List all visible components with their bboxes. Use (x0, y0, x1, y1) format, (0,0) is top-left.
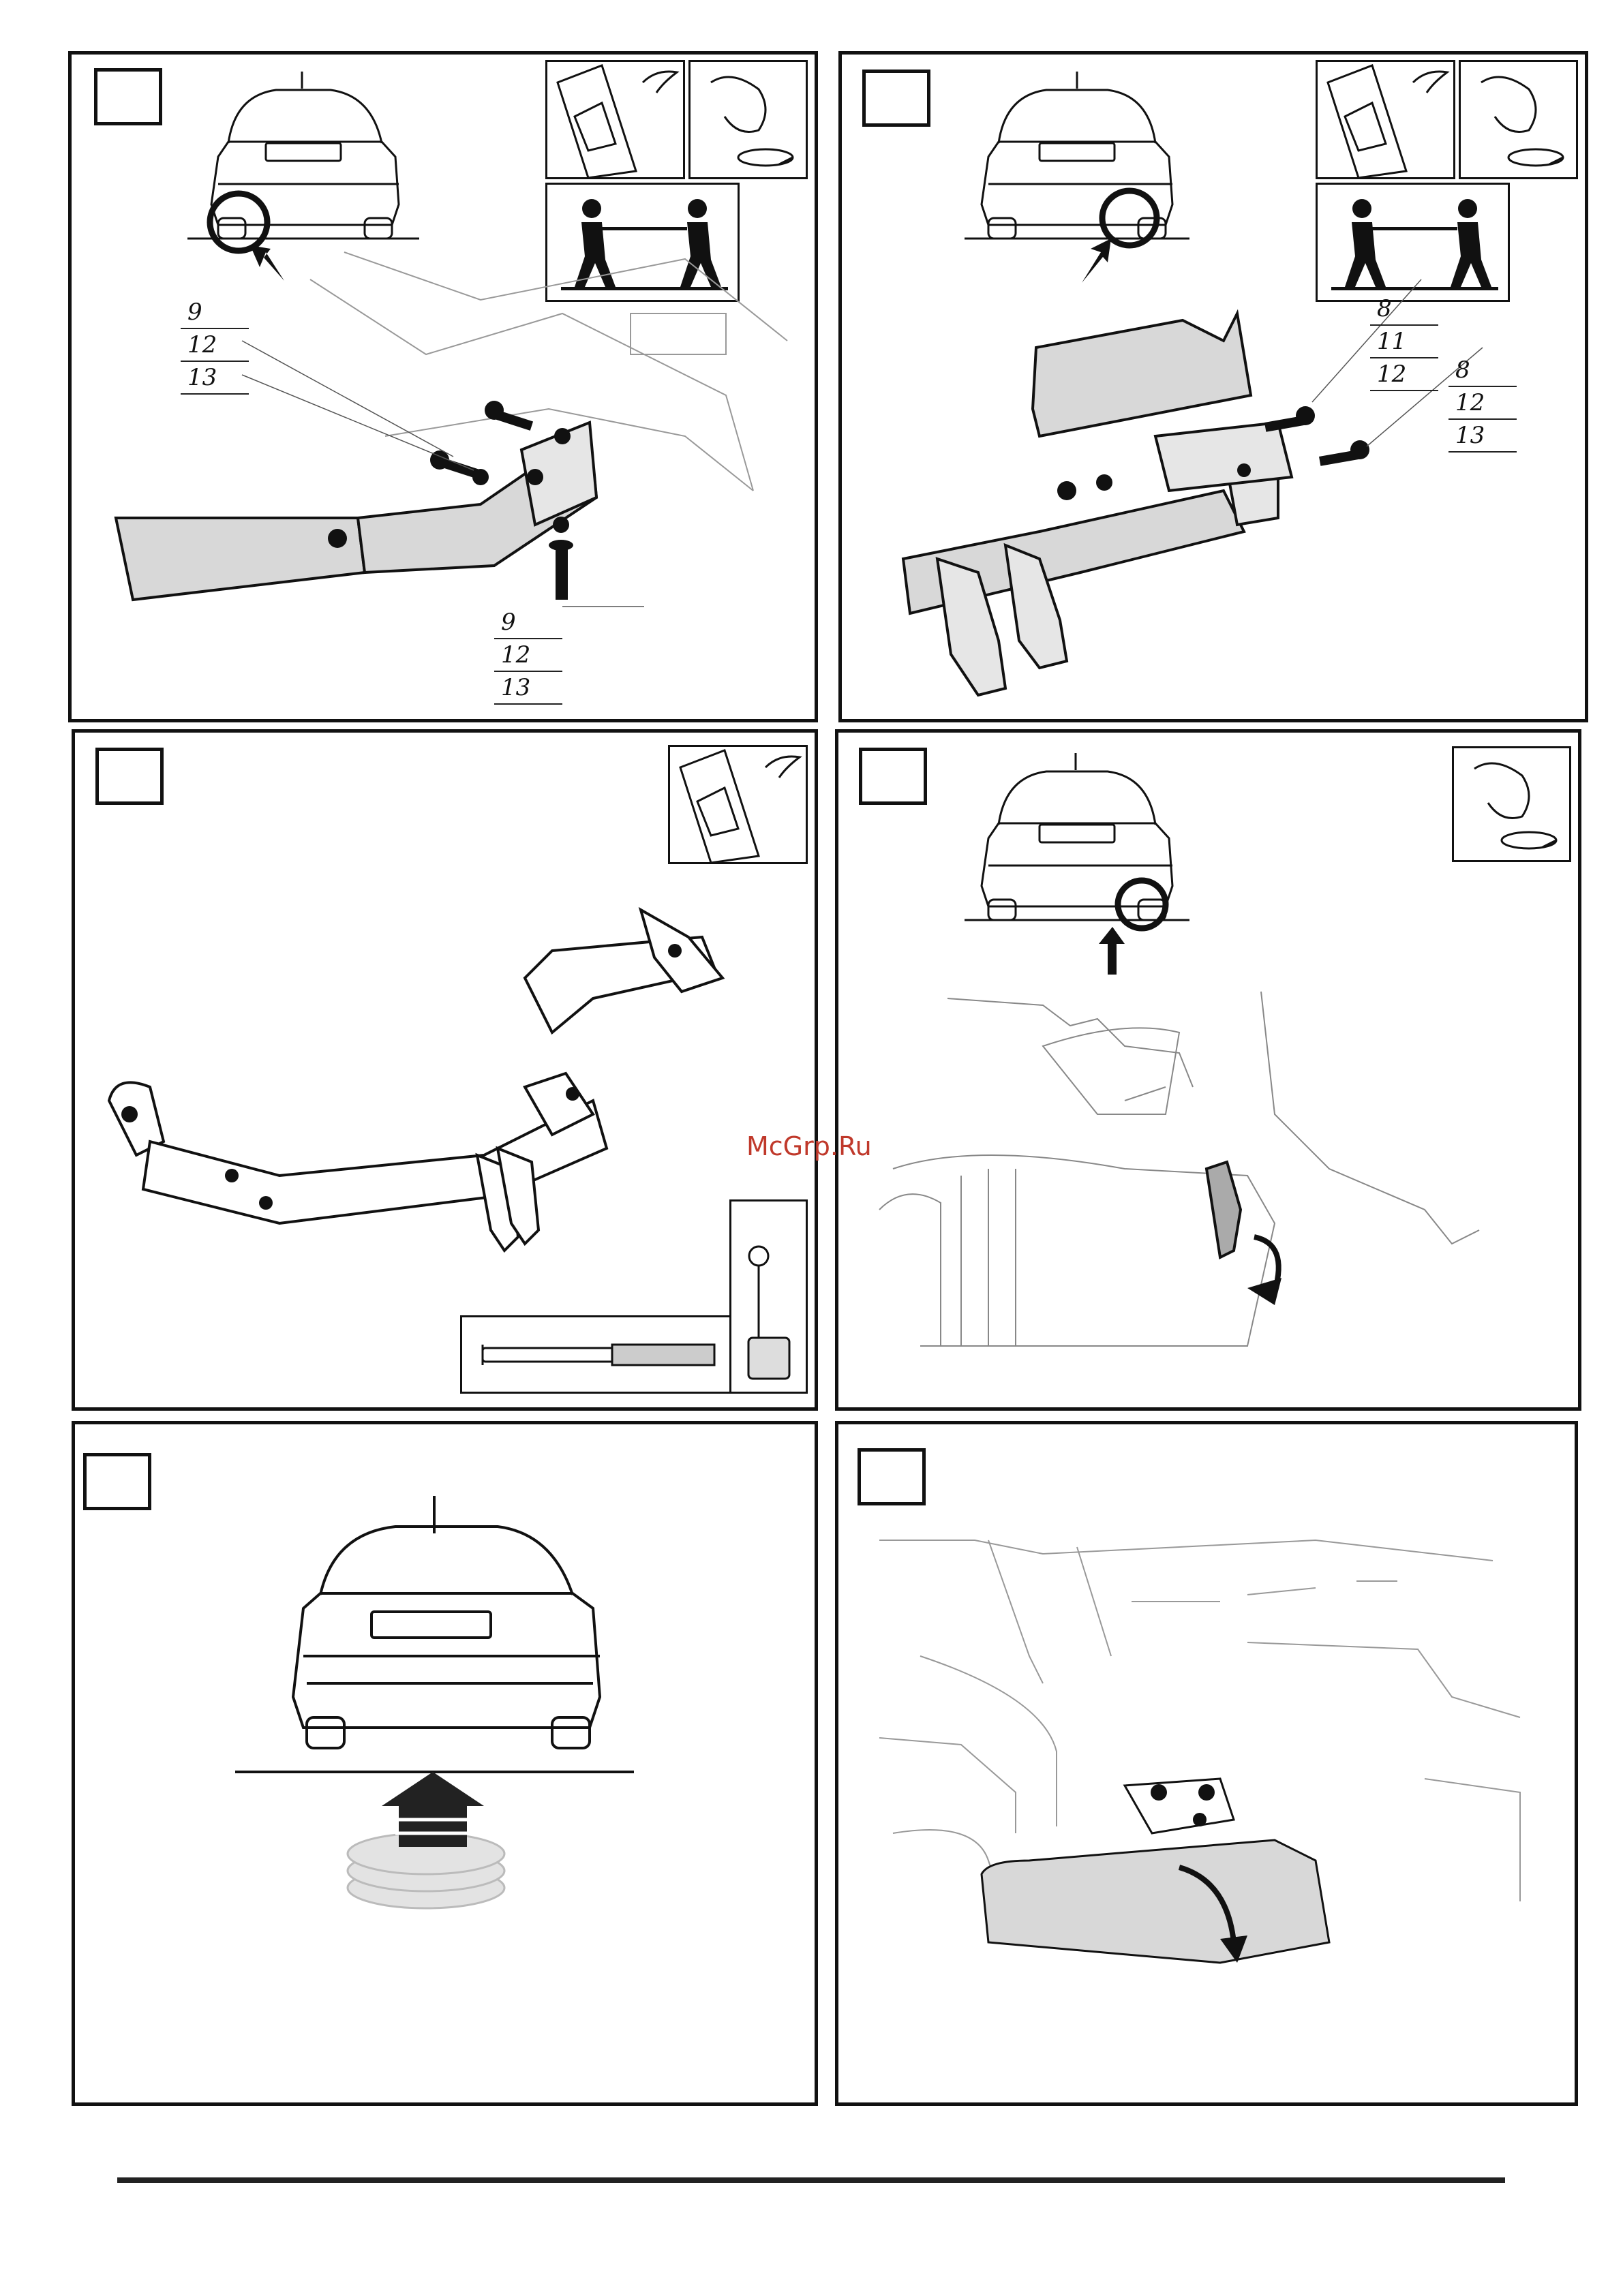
part-number: 12 (1448, 387, 1517, 420)
part-number: 12 (494, 639, 562, 672)
watermark: McGrp.Ru (746, 1131, 872, 1161)
towbar-complete-illustration (75, 733, 818, 1411)
footer-rule (117, 2177, 1505, 2183)
part-callout-left: 8 11 12 (1370, 293, 1438, 391)
part-number: 13 (494, 672, 562, 705)
part-number: 12 (181, 329, 249, 362)
part-number: 13 (1448, 420, 1517, 453)
part-number: 12 (1370, 358, 1438, 391)
torque-wrench-icon (460, 1315, 736, 1394)
part-number: 8 (1448, 354, 1517, 387)
step-panel-3 (72, 729, 818, 1411)
step-panel-5 (72, 1421, 818, 2106)
part-number: 13 (181, 362, 249, 395)
step-panel-6 (835, 1421, 1578, 2106)
part-number: 9 (181, 296, 249, 329)
step-panel-2: 8 11 12 8 12 13 (838, 51, 1588, 722)
step-panel-1: 9 12 13 9 12 13 (68, 51, 818, 722)
part-callout-right: 8 12 13 (1448, 354, 1517, 453)
part-callout-top: 9 12 13 (181, 296, 249, 395)
underbody-heatshield-illustration (838, 1424, 1578, 2106)
part-number: 8 (1370, 293, 1438, 326)
step-panel-4 (835, 729, 1581, 1411)
part-number: 9 (494, 607, 562, 639)
part-number: 11 (1370, 326, 1438, 358)
spare-wheel-illustration (75, 1424, 818, 2106)
socket-wrench-icon (729, 1199, 808, 1394)
part-callout-bottom: 9 12 13 (494, 607, 562, 705)
underbody-detail-illustration (838, 733, 1581, 1411)
